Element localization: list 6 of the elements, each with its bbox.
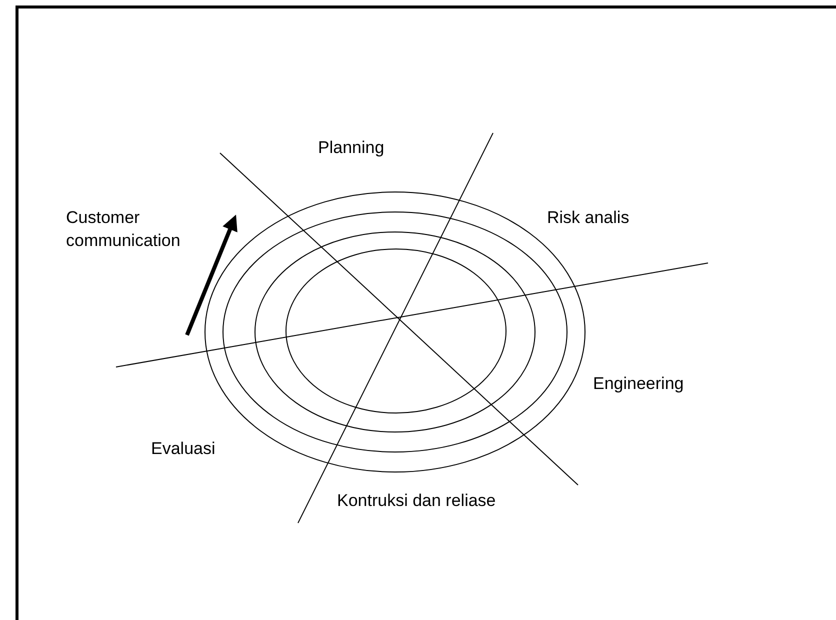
sector-label: Risk analis — [547, 207, 630, 229]
sector-label: Planning — [318, 137, 384, 159]
sector-label: Customer communication — [66, 207, 182, 252]
sector-label: Kontruksi dan reliase — [337, 490, 496, 512]
sector-label: Evaluasi — [151, 438, 216, 460]
sector-label: Engineering — [593, 373, 684, 395]
